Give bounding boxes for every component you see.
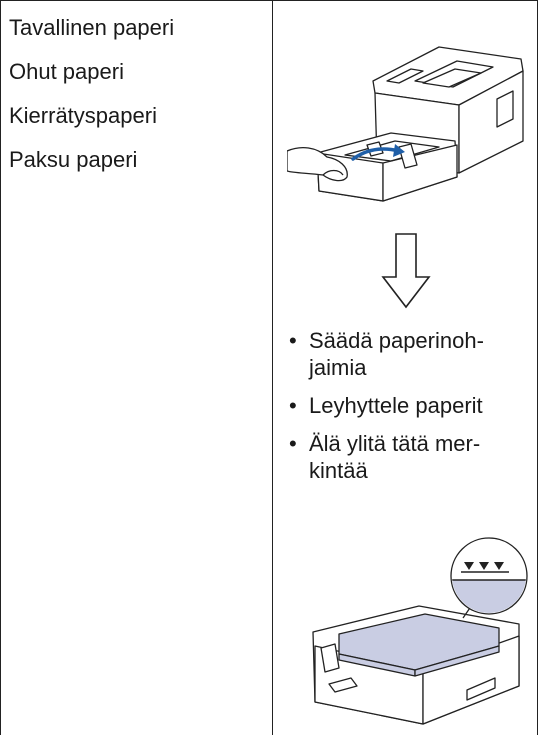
- paper-tray-illustration: [312, 537, 528, 725]
- bullet-icon: •: [289, 328, 297, 353]
- instruction-text: Älä ylitä tätä mer- kintää: [309, 431, 481, 483]
- paper-type-column: Tavallinen paperi Ohut paperi Kierrätysp…: [1, 1, 273, 735]
- instruction-fan-paper: • Leyhyttele paperit: [285, 392, 537, 419]
- instruction-adjust-guides: • Säädä paperinoh- jaimia: [285, 327, 537, 381]
- paper-type-recycled: Kierrätyspaperi: [9, 103, 157, 128]
- paper-type-plain: Tavallinen paperi: [9, 15, 175, 40]
- bullet-icon: •: [289, 431, 297, 456]
- instruction-max-mark: • Älä ylitä tätä mer- kintää: [285, 430, 537, 484]
- bullet-icon: •: [289, 393, 297, 418]
- procedure-column: • Säädä paperinoh- jaimia • Leyhyttele p…: [273, 1, 537, 735]
- instruction-text: Säädä paperinoh- jaimia: [309, 328, 484, 380]
- instruction-text: Leyhyttele paperit: [309, 393, 483, 418]
- paper-type-thick: Paksu paperi: [9, 147, 138, 172]
- instruction-list: • Säädä paperinoh- jaimia • Leyhyttele p…: [285, 327, 537, 495]
- down-arrow-icon: [381, 233, 431, 309]
- printer-illustration: [287, 46, 524, 202]
- paper-type-thin: Ohut paperi: [9, 59, 124, 84]
